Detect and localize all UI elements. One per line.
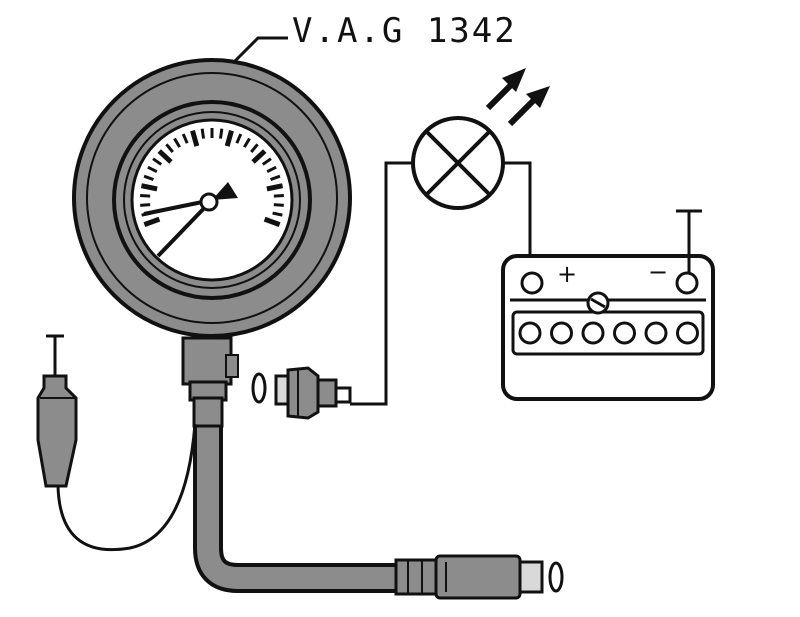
gauge-tick (152, 157, 163, 166)
gauge-tick (261, 157, 272, 166)
gauge-tick (190, 130, 200, 147)
hose-adapter (394, 554, 544, 600)
gauge-tick (266, 183, 284, 192)
gauge-tick (243, 137, 251, 148)
pressure-gauge (72, 58, 352, 338)
test-lamp (411, 116, 505, 210)
gauge-tick (270, 174, 281, 181)
adapter-o-ring (548, 561, 564, 593)
gauge-tick (263, 216, 281, 227)
gauge-tick (235, 133, 243, 144)
tool-label: V.A.G 1342 (292, 11, 517, 51)
gauge-needle-hub (199, 192, 219, 212)
gauge-tick (218, 128, 224, 139)
battery-cell-cap (644, 321, 668, 345)
gauge-fitting (181, 336, 239, 428)
gauge-tick (143, 174, 154, 181)
gauge-tick (143, 216, 161, 227)
battery-cell-cap (550, 321, 573, 345)
battery-plus-symbol: + (557, 260, 577, 288)
gauge-tick (165, 143, 174, 153)
gauge-tick (273, 203, 284, 207)
gauge-tick (140, 183, 158, 192)
gauge-tick (157, 149, 173, 164)
gauge-tick (266, 165, 277, 174)
battery-ground-symbol (676, 209, 702, 273)
gauge-tick (181, 133, 189, 144)
battery-cell-cap (581, 321, 605, 345)
ground-clip (36, 334, 197, 552)
gauge-tick (224, 130, 234, 147)
gauge-tick (200, 128, 206, 139)
lamp-light-arrows (485, 68, 550, 127)
gauge-scale-ticks (140, 128, 284, 227)
battery-negative-terminal (675, 271, 699, 295)
gauge-tick (273, 194, 284, 198)
ground-wire (56, 423, 197, 552)
gauge-tick (250, 143, 259, 153)
tool-callout: V.A.G 1342 (220, 11, 517, 76)
battery-cell-caps (518, 321, 699, 345)
circuit-wiring (350, 161, 532, 406)
wire-lamp-to-battery (503, 161, 532, 270)
gauge-tick (251, 149, 267, 164)
gauge-tick (140, 194, 151, 198)
pressure-hose (193, 410, 398, 593)
wire-switch-to-lamp (350, 161, 413, 406)
battery-cell-cap (676, 321, 699, 345)
oil-pressure-switch (274, 366, 352, 420)
battery: + − (501, 254, 715, 401)
battery-cell-cap (613, 321, 636, 345)
switch-o-ring (251, 372, 267, 404)
gauge-tick (173, 137, 181, 148)
gauge-tick (140, 203, 151, 207)
gauge-tick (272, 211, 283, 217)
gauge-tick (147, 165, 158, 174)
battery-positive-terminal (520, 271, 544, 295)
battery-minus-symbol: − (648, 258, 668, 286)
battery-cell-cap (518, 321, 542, 345)
